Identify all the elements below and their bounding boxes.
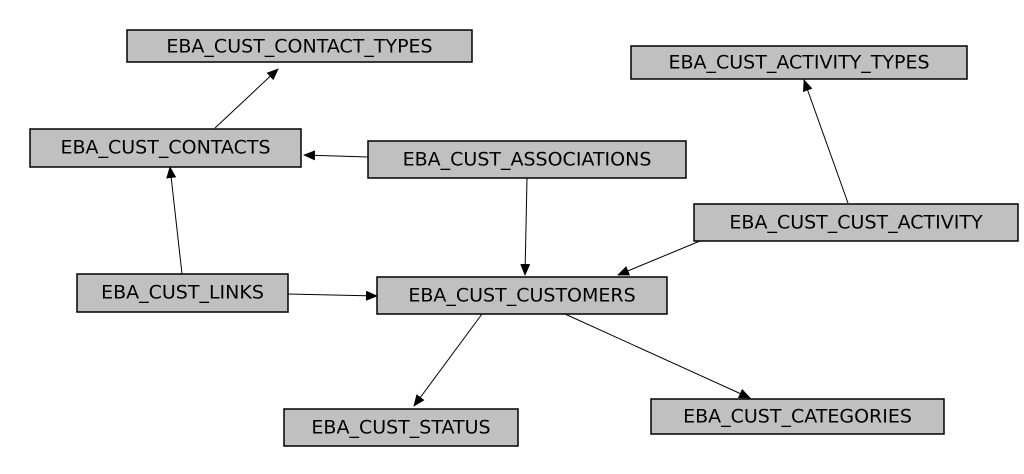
node-categories[interactable]: EBA_CUST_CATEGORIES [650,398,945,435]
node-status-label: EBA_CUST_STATUS [311,417,490,439]
entity-nodes: EBA_CUST_CONTACT_TYPES EBA_CUST_CONTACTS… [29,29,1019,447]
node-contact-types-label: EBA_CUST_CONTACT_TYPES [166,36,432,58]
node-cust-activity[interactable]: EBA_CUST_CUST_ACTIVITY [693,203,1019,242]
node-associations-label: EBA_CUST_ASSOCIATIONS [403,149,652,171]
node-contacts[interactable]: EBA_CUST_CONTACTS [29,128,302,168]
relationship-edges [166,68,849,407]
node-associations[interactable]: EBA_CUST_ASSOCIATIONS [367,140,687,179]
node-contacts-label: EBA_CUST_CONTACTS [60,137,270,159]
edge-associations-to-customers [520,177,531,276]
node-customers[interactable]: EBA_CUST_CUSTOMERS [376,276,668,315]
edge-links-to-customers [287,290,378,301]
edge-associations-to-contacts [303,150,369,161]
edge-cust-activity-to-activity-types [802,79,849,204]
edge-cust-activity-to-customers [617,240,701,276]
node-status[interactable]: EBA_CUST_STATUS [283,408,519,447]
edge-contacts-to-contact-types [214,68,279,129]
edge-customers-to-status [413,313,483,407]
node-cust-activity-label: EBA_CUST_CUST_ACTIVITY [729,212,983,234]
node-activity-types[interactable]: EBA_CUST_ACTIVITY_TYPES [630,45,968,80]
edge-customers-to-categories [564,313,751,399]
node-links-label: EBA_CUST_LINKS [101,282,264,304]
node-links[interactable]: EBA_CUST_LINKS [76,273,289,313]
node-contact-types[interactable]: EBA_CUST_CONTACT_TYPES [126,29,473,63]
node-activity-types-label: EBA_CUST_ACTIVITY_TYPES [668,52,929,74]
node-customers-label: EBA_CUST_CUSTOMERS [408,285,635,307]
edge-links-to-contacts [166,166,183,275]
node-categories-label: EBA_CUST_CATEGORIES [683,406,912,428]
